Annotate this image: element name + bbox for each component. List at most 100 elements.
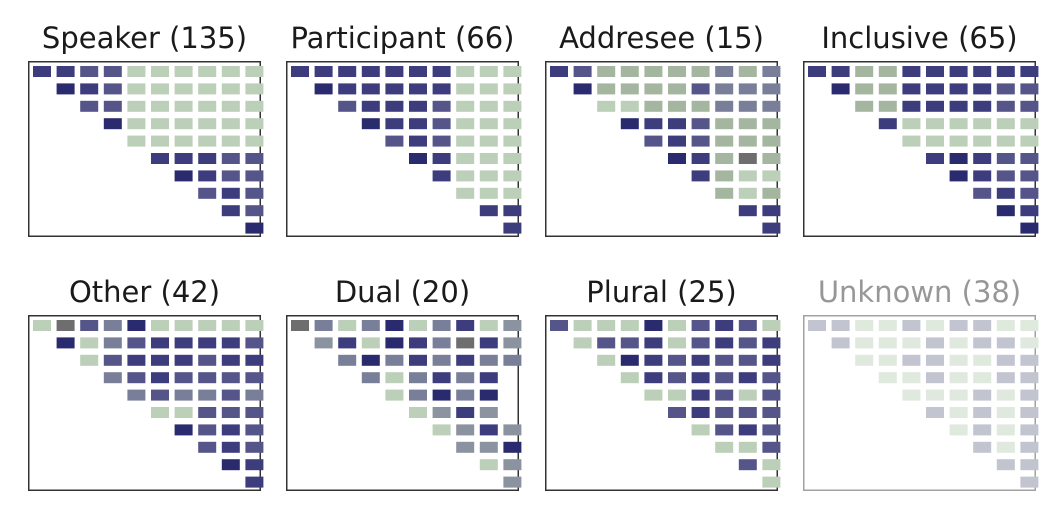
heatmap-cell — [314, 337, 333, 349]
heatmap-cell — [385, 118, 404, 130]
heatmap-cell — [385, 337, 404, 349]
heatmap-panel: Dual (20) — [286, 275, 522, 491]
heatmap-cell — [644, 372, 663, 384]
heatmap-cell — [996, 354, 1015, 366]
heatmap-cell — [103, 83, 122, 95]
heatmap-cell — [949, 118, 968, 130]
heatmap-cell — [996, 441, 1015, 453]
heatmap-panel: Other (42) — [28, 275, 264, 491]
heatmap-cell — [503, 100, 522, 112]
heatmap-cell — [127, 337, 146, 349]
heatmap-cell — [151, 337, 169, 349]
heatmap-cell — [550, 66, 568, 77]
heatmap-cell — [174, 83, 193, 95]
heatmap-cell — [620, 66, 639, 77]
heatmap-cell — [996, 459, 1015, 471]
heatmap-cell — [503, 354, 522, 366]
heatmap-panel: Unknown (38) — [803, 275, 1039, 491]
heatmap-cell — [151, 83, 169, 95]
heatmap-cell — [432, 135, 451, 147]
heatmap-cell — [973, 354, 992, 366]
heatmap-cell — [738, 407, 757, 418]
heatmap-cell — [808, 66, 826, 77]
heatmap-cell — [245, 407, 264, 418]
heatmap-cell — [221, 337, 240, 349]
heatmap-cell — [338, 83, 357, 95]
heatmap-cell — [103, 100, 122, 112]
heatmap-cell — [127, 83, 146, 95]
heatmap-cell — [174, 135, 193, 147]
heatmap-cell — [409, 118, 427, 130]
heatmap-cell — [996, 135, 1015, 147]
heatmap-cell — [503, 170, 522, 182]
heatmap-cell — [715, 320, 734, 331]
heatmap-cell — [198, 153, 217, 164]
panel-title: Unknown (38) — [818, 275, 1021, 309]
heatmap-cell — [479, 153, 498, 164]
heatmap-cell — [80, 83, 99, 95]
heatmap-cell — [620, 100, 639, 112]
heatmap-cell — [503, 83, 522, 95]
heatmap-cell — [762, 424, 781, 436]
heatmap-cell — [456, 320, 475, 331]
heatmap-cell — [1020, 205, 1039, 217]
heatmap-cell — [902, 372, 921, 384]
heatmap-cell — [926, 320, 944, 331]
heatmap-cell — [221, 100, 240, 112]
heatmap-cell — [361, 100, 380, 112]
heatmap-cell — [198, 441, 217, 453]
heatmap-cell — [245, 337, 264, 349]
heatmap-cell — [151, 66, 169, 77]
heatmap-cell — [245, 118, 264, 130]
heatmap-cell — [479, 407, 498, 418]
heatmap-cell — [103, 354, 122, 366]
heatmap-cell — [1020, 354, 1039, 366]
heatmap-cell — [198, 118, 217, 130]
heatmap-cell — [432, 354, 451, 366]
heatmap-cell — [1020, 337, 1039, 349]
heatmap-cell — [479, 459, 498, 471]
heatmap-cell — [479, 170, 498, 182]
heatmap-cell — [973, 337, 992, 349]
heatmap-cell — [409, 135, 427, 147]
heatmap-cell — [409, 389, 427, 401]
heatmap-cell — [127, 118, 146, 130]
heatmap-cell — [245, 66, 264, 77]
heatmap-cell — [668, 320, 686, 331]
heatmap-cell — [973, 320, 992, 331]
heatmap-cell — [479, 135, 498, 147]
heatmap-cell — [715, 118, 734, 130]
heatmap-cell — [151, 407, 169, 418]
heatmap-cell — [996, 320, 1015, 331]
heatmap-cell — [503, 441, 522, 453]
heatmap-cell — [691, 407, 710, 418]
heatmap-cell — [503, 66, 522, 77]
heatmap-cell — [479, 66, 498, 77]
heatmap-cell — [80, 100, 99, 112]
heatmap-cell — [385, 320, 404, 331]
heatmap-cell — [715, 100, 734, 112]
heatmap-cell — [691, 372, 710, 384]
heatmap-cell — [949, 354, 968, 366]
heatmap-cell — [456, 424, 475, 436]
heatmap-cell — [808, 320, 826, 331]
heatmap-cell — [56, 66, 75, 77]
heatmap-cell — [503, 337, 522, 349]
heatmap-cell — [949, 337, 968, 349]
panel-title: Inclusive (65) — [821, 21, 1017, 55]
heatmap-cell — [338, 66, 357, 77]
heatmap-cell — [221, 205, 240, 217]
heatmap-cell — [762, 476, 781, 488]
heatmap-cell — [691, 320, 710, 331]
heatmap-cell — [738, 424, 757, 436]
heatmap-cell — [973, 424, 992, 436]
heatmap-cell — [221, 66, 240, 77]
heatmap-cell — [831, 320, 850, 331]
heatmap-cell — [738, 441, 757, 453]
heatmap-cell — [644, 320, 663, 331]
heatmap-cell — [338, 100, 357, 112]
heatmap-cell — [245, 476, 264, 488]
heatmap-cell — [221, 135, 240, 147]
heatmap-cell — [926, 354, 944, 366]
heatmap-cell — [691, 66, 710, 77]
